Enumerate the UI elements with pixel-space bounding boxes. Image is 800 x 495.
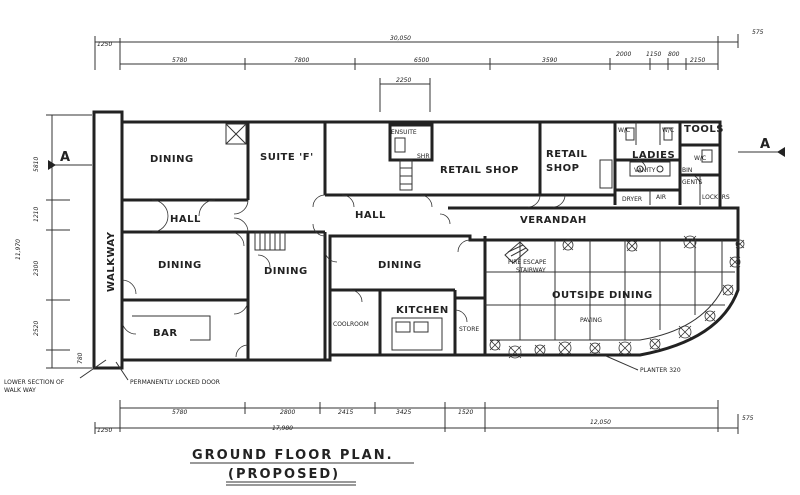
left-dimensions: 11,970 5810 1210 2300 2520 780 xyxy=(15,114,92,369)
dim-top-left-edge: 1250 xyxy=(97,41,112,48)
room-dining-2: DINING xyxy=(158,260,202,271)
dim-bottom-d3: 2415 xyxy=(338,409,353,416)
room-ensuite: ENSUITE xyxy=(391,129,417,136)
dim-bottom-d1: 5780 xyxy=(172,409,187,416)
dim-bottom-left-edge: 1250 xyxy=(97,427,112,434)
notes: LOWER SECTION OF WALK WAY PERMANENTLY LO… xyxy=(4,355,681,394)
section-marker-left-label: A xyxy=(60,150,72,165)
dim-left-d1: 5810 xyxy=(33,157,40,172)
room-suite-f: SUITE 'F' xyxy=(260,152,314,163)
doors xyxy=(121,159,701,358)
note-lower-section-1: LOWER SECTION OF xyxy=(4,379,65,386)
dim-bottom-right-total: 12,050 xyxy=(590,419,611,426)
room-dining-1: DINING xyxy=(150,154,194,165)
dim-top-d3: 6500 xyxy=(414,57,429,64)
top-dimensions: 30,050 575 1250 5780 7800 6500 3590 2000… xyxy=(94,29,764,112)
room-bin: BIN xyxy=(682,167,692,174)
room-labels: DINING SUITE 'F' ENSUITE SHR RETAIL SHOP… xyxy=(106,124,730,339)
dim-left-overall: 11,970 xyxy=(15,239,22,260)
room-kitchen: KITCHEN xyxy=(396,305,449,316)
dim-top-overall: 30,050 xyxy=(390,35,411,42)
room-dining-3: DINING xyxy=(264,266,308,277)
dim-left-d3: 2300 xyxy=(33,261,40,276)
stairs xyxy=(254,159,529,264)
room-lockers: LOCKERS xyxy=(702,194,730,201)
room-ladies: LADIES xyxy=(632,150,675,161)
dim-left-d5: 780 xyxy=(77,352,84,364)
plan-title: GROUND FLOOR PLAN. xyxy=(192,448,394,463)
dim-bottom-d2: 2800 xyxy=(280,409,295,416)
dim-top-d6: 1150 xyxy=(646,51,661,58)
room-hall-2: HALL xyxy=(355,210,386,221)
dim-top-d4: 3590 xyxy=(542,57,557,64)
room-retail-shop-1: RETAIL SHOP xyxy=(440,165,519,176)
plan-subtitle: (PROPOSED) xyxy=(228,467,340,482)
room-fire-escape-1: FIRE ESCAPE xyxy=(508,259,547,266)
dim-top-right-edge: 575 xyxy=(752,29,764,36)
note-lower-section-2: WALK WAY xyxy=(4,387,36,394)
room-paving: PAVING xyxy=(580,317,602,324)
dim-top-d2: 7800 xyxy=(294,57,309,64)
dim-left-d2: 1210 xyxy=(33,207,40,222)
planter-shrubs xyxy=(489,235,745,359)
fixtures xyxy=(225,123,713,351)
room-store: STORE xyxy=(459,326,479,333)
room-hall-1: HALL xyxy=(170,214,201,225)
bottom-dimensions: 5780 2800 2415 3425 1520 17,980 12,050 1… xyxy=(94,400,754,434)
room-air: AIR xyxy=(656,194,666,201)
outside-dining-paving xyxy=(483,240,740,357)
dim-left-d4: 2520 xyxy=(33,321,40,336)
room-outside-dining: OUTSIDE DINING xyxy=(552,290,653,301)
room-bar: BAR xyxy=(153,328,178,339)
dim-top-d7: 800 xyxy=(668,51,680,58)
room-wc-1: W/C xyxy=(618,127,630,134)
room-retail-shop-2b: SHOP xyxy=(546,163,579,174)
dim-bottom-right-edge: 575 xyxy=(742,415,754,422)
room-retail-shop-2a: RETAIL xyxy=(546,149,588,160)
room-vanity: VANITY xyxy=(634,167,656,174)
note-planter: PLANTER 320 xyxy=(640,367,681,374)
room-dryer: DRYER xyxy=(622,196,642,203)
section-marker-right: A xyxy=(738,137,785,157)
dim-top-d8: 2150 xyxy=(690,57,705,64)
room-fire-escape-2: STAIRWAY xyxy=(516,267,546,274)
room-tools: TOOLS xyxy=(684,124,724,135)
room-gents: GENTS xyxy=(682,179,703,186)
dim-top-d1: 5780 xyxy=(172,57,187,64)
dim-top-d5: 2000 xyxy=(616,51,631,58)
note-permanently-locked: PERMANENTLY LOCKED DOOR xyxy=(130,379,220,386)
room-wc-3: W/C xyxy=(694,155,706,162)
room-walkway: WALKWAY xyxy=(106,231,117,292)
section-marker-right-label: A xyxy=(760,137,772,152)
room-shr: SHR xyxy=(417,153,430,160)
section-marker-left: A xyxy=(48,150,92,170)
room-dining-4: DINING xyxy=(378,260,422,271)
dim-bottom-left-total: 17,980 xyxy=(272,425,293,432)
dim-top-sub: 2250 xyxy=(396,77,411,84)
room-coolroom: COOLROOM xyxy=(333,321,369,328)
title-block: GROUND FLOOR PLAN. (PROPOSED) xyxy=(190,448,414,486)
walls xyxy=(92,110,740,370)
dim-bottom-d4: 3425 xyxy=(396,409,411,416)
room-wc-2: W/C xyxy=(662,127,674,134)
dim-bottom-d5: 1520 xyxy=(458,409,473,416)
room-verandah: VERANDAH xyxy=(520,215,587,226)
